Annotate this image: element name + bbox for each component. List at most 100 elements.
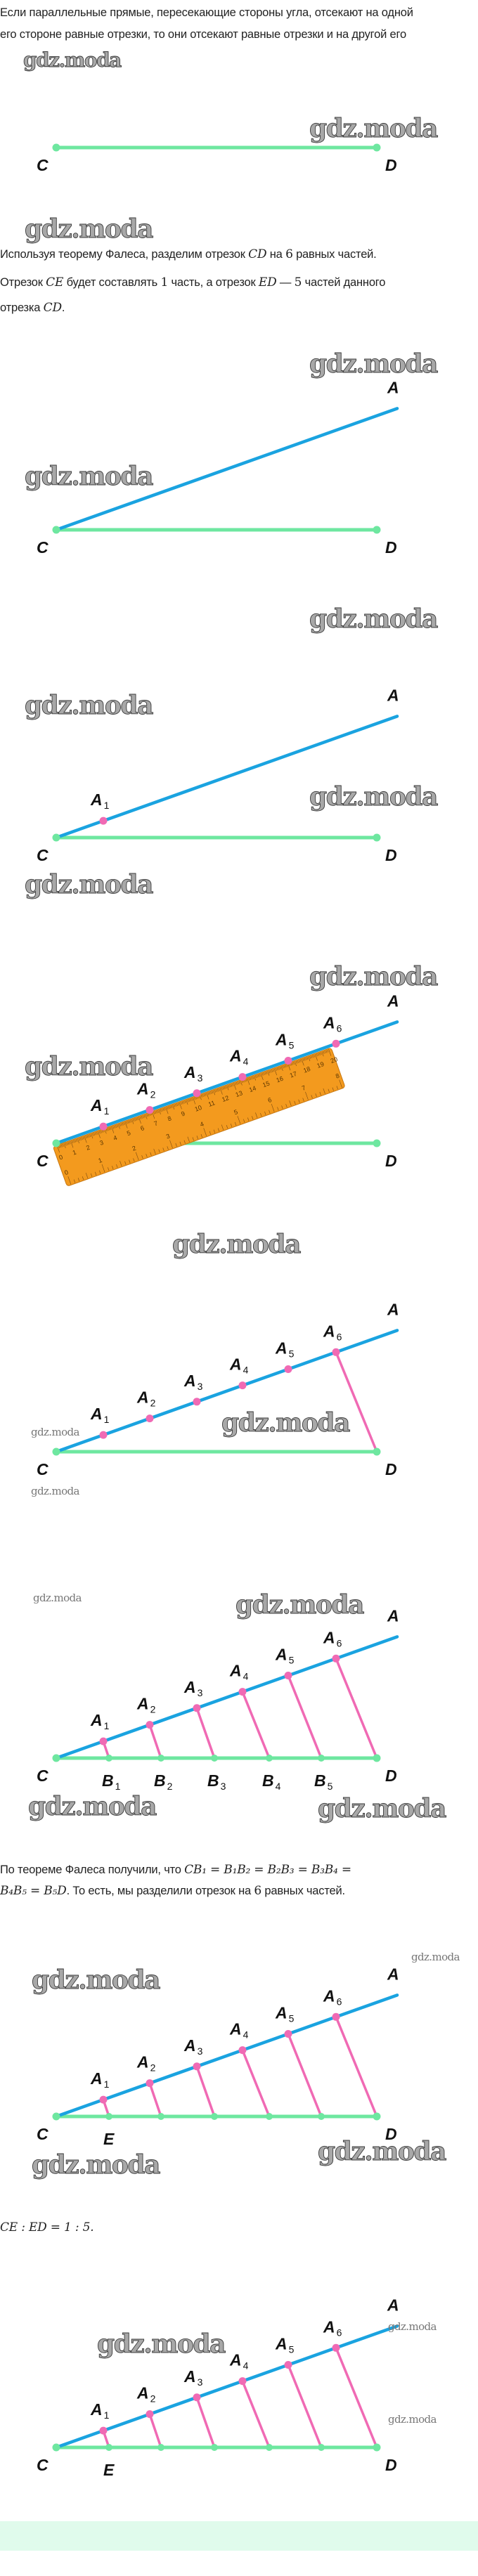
label-d: D: [385, 156, 397, 174]
point-c: [52, 1139, 60, 1147]
label-a: A: [387, 686, 399, 704]
point-b5: [318, 1755, 325, 1762]
point-a1: [99, 1737, 108, 1745]
ruler-tick: [314, 1054, 318, 1061]
label-a: A: [387, 991, 399, 1010]
ruler-tick: [278, 1067, 280, 1070]
point-a4: [238, 2046, 247, 2055]
ruler-tick: [254, 1075, 256, 1081]
point-c: [52, 1754, 60, 1762]
ruler-tick: [311, 1095, 313, 1099]
ruler-tick: [271, 1069, 273, 1072]
ruler-tick: [167, 1106, 169, 1110]
ruler-tick: [116, 1164, 118, 1168]
ruler-tick: [77, 1178, 80, 1182]
label-a3-letter: A: [183, 1678, 196, 1696]
ruler-tick: [99, 1170, 101, 1174]
ruler-tick: [260, 1073, 264, 1081]
label-a6-index: 6: [337, 1637, 342, 1648]
watermark: gdz.moda: [28, 1792, 157, 1821]
ruler-tick: [203, 1128, 207, 1136]
label-a6-index: 6: [337, 1996, 342, 2007]
ruler-tick: [285, 1104, 288, 1108]
label-a-letter: A: [387, 686, 399, 704]
label-d-letter: D: [385, 2125, 397, 2143]
ruler-tick: [224, 1086, 226, 1090]
ruler-tick: [79, 1137, 82, 1140]
ruler-tick: [321, 1051, 324, 1057]
figure-4: A012345678910111213141516171819200123456…: [37, 991, 399, 1186]
label-a3-index: 3: [198, 1381, 203, 1392]
ruler-tick: [179, 1102, 182, 1110]
label-d: D: [385, 2456, 397, 2474]
point-a1: [99, 1431, 108, 1439]
ruler-tick: [133, 1158, 135, 1162]
ruler-tick: [339, 1079, 342, 1088]
label-c-letter: C: [37, 1152, 49, 1170]
point-a6: [332, 1039, 340, 1048]
ruler-tick: [162, 1108, 164, 1111]
point-a5: [284, 1057, 292, 1065]
ray-ca: [54, 1993, 399, 2119]
ruler-top-number: 11: [207, 1099, 216, 1108]
label-a-letter: A: [387, 378, 399, 396]
text-span: равных частей.: [292, 248, 377, 261]
ruler-bottom-number: 0: [63, 1169, 69, 1176]
ruler-tick: [257, 1074, 259, 1077]
ruler-tick: [281, 1105, 283, 1110]
ruler-tick: [219, 1088, 223, 1095]
ruler-tick: [117, 1124, 120, 1129]
label-b2-letter: B: [154, 1771, 166, 1790]
ruler-tick: [141, 1155, 143, 1159]
ruler-tick: [96, 1131, 98, 1135]
ruler-tick: [85, 1173, 89, 1178]
ruler-tick: [60, 1144, 63, 1147]
watermark: gdz.moda: [172, 1230, 301, 1259]
label-c: C: [37, 1767, 49, 1785]
label-a2-index: 2: [150, 2062, 156, 2074]
ruler-tick: [137, 1117, 138, 1121]
ruler-tick: [264, 1111, 266, 1115]
ruler-tick: [187, 1136, 190, 1143]
label-d: D: [385, 2125, 397, 2143]
watermark: gdz.moda: [25, 214, 153, 244]
ruler-tick: [139, 1116, 141, 1119]
point-b2: [157, 2113, 164, 2120]
ruler-tick: [221, 1124, 224, 1131]
ruler-tick: [65, 1143, 67, 1146]
text-line: CE : ED = 1 : 5.: [0, 2220, 94, 2235]
ruler-tick: [209, 1131, 212, 1135]
ruler-tick: [238, 1081, 240, 1084]
text-span: равных частей.: [261, 1885, 345, 1897]
ruler-tick: [222, 1086, 224, 1090]
parallel-line-2: [148, 1724, 162, 1759]
text-span: . То есть, мы разделили отрезок на: [66, 1885, 254, 1897]
ruler-tick: [146, 1114, 148, 1117]
point-a1: [99, 817, 108, 825]
ruler-tick: [231, 1084, 233, 1087]
label-a5-index: 5: [289, 1040, 295, 1051]
ruler-tick: [164, 1107, 166, 1111]
ruler-tick: [316, 1053, 318, 1057]
ruler-tick: [82, 1176, 84, 1180]
ruler-tick: [235, 1081, 238, 1085]
ruler-tick: [199, 1095, 202, 1100]
label-d: D: [385, 846, 397, 864]
ruler-bottom-number: 7: [301, 1084, 306, 1092]
ruler-tick: [190, 1098, 192, 1102]
label-c-letter: C: [37, 2125, 49, 2143]
watermark-small: gdz.moda: [411, 1951, 460, 1963]
ruler-bottom-number: 4: [199, 1120, 205, 1128]
ruler-top-number: 1: [72, 1149, 77, 1157]
ruler-tick: [264, 1072, 266, 1075]
ruler-tick: [157, 1110, 159, 1113]
